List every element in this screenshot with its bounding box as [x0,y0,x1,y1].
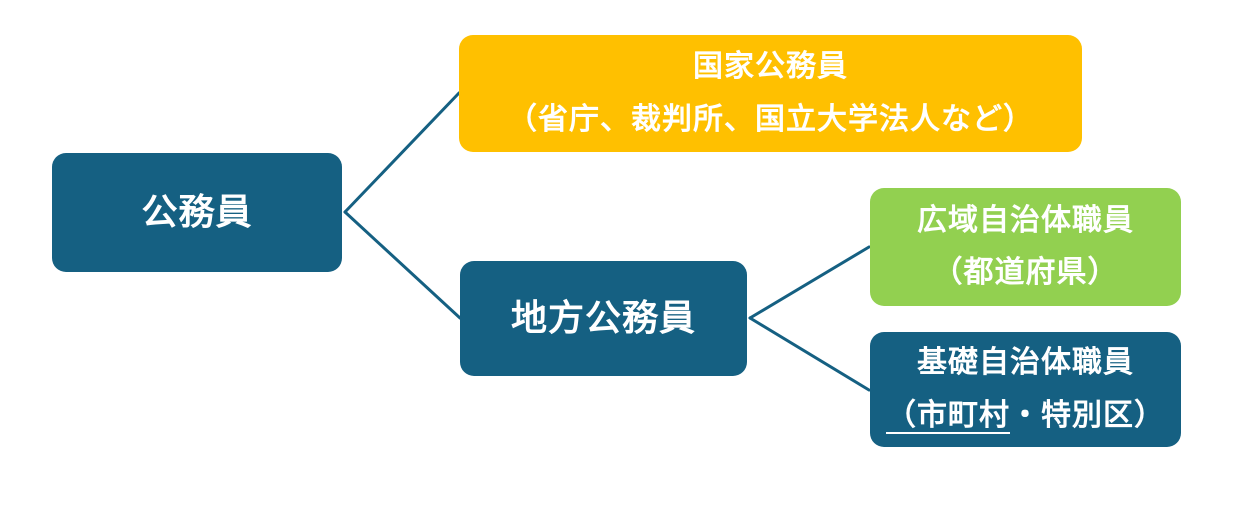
connector-root-to-national [343,91,461,214]
node-national-public-servant: 国家公務員 （省庁、裁判所、国立大学法人など） [459,35,1082,152]
node-basic-title: 基礎自治体職員 [917,346,1134,379]
node-regional-government-staff: 広域自治体職員 （都道府県） [870,188,1181,306]
node-national-subtitle: （省庁、裁判所、国立大学法人など） [507,102,1034,136]
connector-root-to-local [343,210,462,320]
node-regional-title: 広域自治体職員 [917,203,1134,237]
node-public-servant-label: 公務員 [141,191,253,232]
node-basic-subtitle: （市町村・特別区） [886,390,1165,443]
node-regional-subtitle: （都道府県） [932,256,1119,289]
node-public-servant: 公務員 [52,153,342,272]
node-basic-subtitle-underlined: （市町村 [886,398,1010,432]
node-basic-government-staff: 基礎自治体職員 （市町村・特別区） [870,332,1181,447]
connector-local-to-basic [748,316,871,392]
node-national-title: 国家公務員 [693,50,848,83]
node-local-public-servant-label: 地方公務員 [510,297,696,338]
node-basic-subtitle-rest: ・特別区） [1010,398,1165,432]
node-local-public-servant: 地方公務員 [460,261,747,376]
connector-local-to-regional [748,245,871,320]
